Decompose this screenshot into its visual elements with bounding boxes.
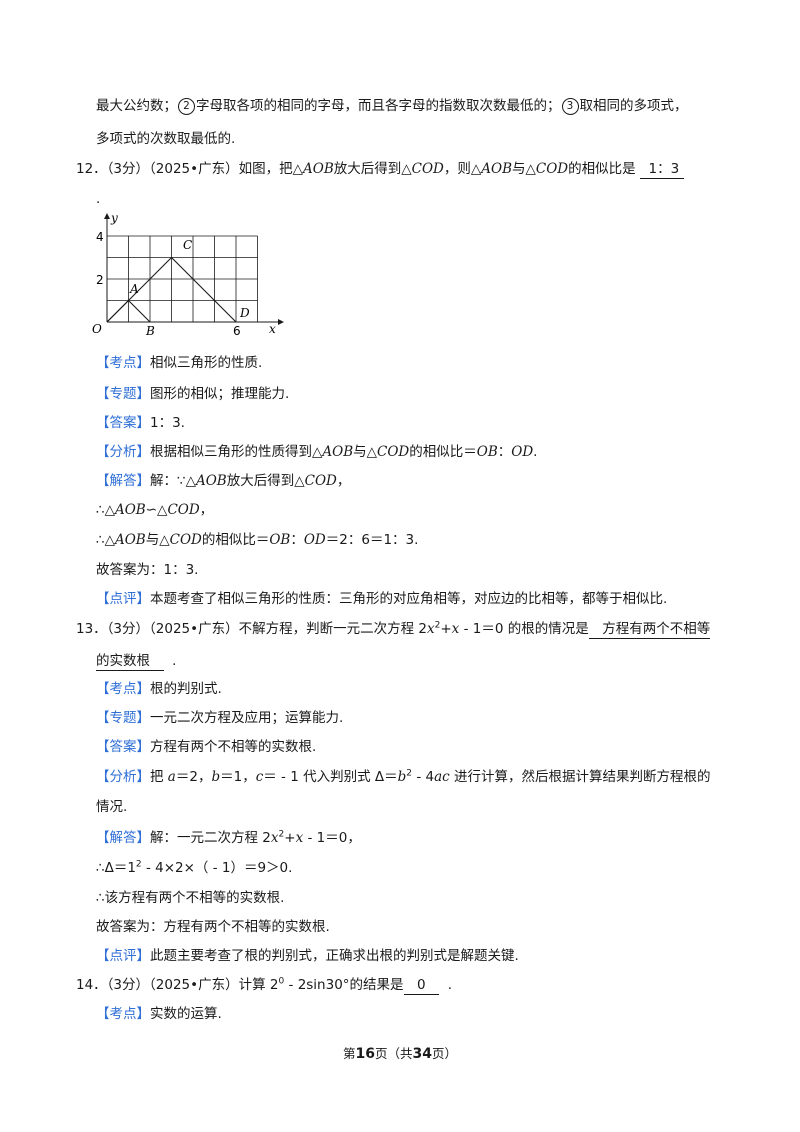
q12-jieda: 【解答】解：∵△AOB放大后得到△COD， bbox=[96, 473, 351, 489]
triangle-cod bbox=[106, 256, 237, 323]
answer-blank-12: 1：3 bbox=[639, 161, 684, 179]
q13-dianping: 【点评】此题主要考查了根的判别式，正确求出根的判别式是解题关键. bbox=[96, 948, 519, 964]
circled-number-2: 2 bbox=[178, 98, 195, 115]
q12-period: . bbox=[96, 191, 101, 207]
q13-final: 故答案为：方程有两个不相等的实数根. bbox=[96, 919, 330, 935]
x-axis-arrow bbox=[278, 319, 284, 325]
q12-dianping: 【点评】本题考查了相似三角形的性质：三角形的对应角相等，对应边的比相等，都等于相… bbox=[96, 591, 668, 607]
q13-fenxi-cont: 情况. bbox=[96, 799, 128, 815]
question-14-stem: 14．（3分）（2025•广东）计算 20 - 2sin30°的结果是 0 . bbox=[76, 976, 453, 995]
intro-line-2: 多项式的次数取最低的. bbox=[96, 131, 236, 147]
q13-step-3: ∴该方程有两个不相等的实数根. bbox=[96, 890, 285, 906]
page-number: 16 bbox=[355, 1046, 375, 1062]
y-tick-4: 4 bbox=[96, 230, 104, 244]
page-footer: 第16页（共34页） bbox=[342, 1046, 457, 1062]
question-13-stem-cont: 的实数根 . bbox=[96, 653, 177, 671]
y-label: y bbox=[110, 211, 118, 225]
point-label-c: C bbox=[183, 238, 192, 252]
q12-fenxi: 【分析】根据相似三角形的性质得到△AOB与△COD的相似比＝OB：OD. bbox=[96, 444, 538, 460]
point-label-o: O bbox=[92, 322, 102, 336]
q12-step-2: ∴△AOB∽△COD， bbox=[96, 502, 214, 518]
point-label-a: A bbox=[129, 282, 139, 296]
answer-blank-13-part-2: 的实数根 bbox=[96, 653, 164, 671]
q13-jieda: 【解答】解：一元二次方程 2x2+x - 1＝0， bbox=[96, 829, 361, 846]
q12-kaodian: 【考点】相似三角形的性质. bbox=[96, 355, 263, 371]
y-tick-2: 2 bbox=[96, 273, 104, 287]
circled-number-3: 3 bbox=[561, 98, 579, 115]
q12-daan: 【答案】1：3. bbox=[96, 415, 185, 431]
q13-daan: 【答案】方程有两个不相等的实数根. bbox=[96, 739, 317, 755]
q13-zhuanti: 【专题】一元二次方程及应用；运算能力. bbox=[96, 710, 344, 726]
answer-blank-13-part-1: 方程有两个不相等 bbox=[588, 621, 711, 639]
answer-blank-14: 0 bbox=[403, 977, 440, 995]
x-tick-6: 6 bbox=[233, 324, 241, 338]
q12-zhuanti: 【专题】图形的相似；推理能力. bbox=[96, 386, 290, 402]
q12-step-3: ∴△AOB与△COD的相似比＝OB：OD＝2：6＝1：3. bbox=[96, 532, 419, 548]
point-label-b: B bbox=[145, 324, 155, 338]
q13-step-2: ∴Δ＝12 - 4×2×（ - 1）＝9＞0. bbox=[96, 859, 293, 876]
question-12-stem: 12．（3分）（2025•广东）如图，把△AOB放大后得到△COD，则△AOB与… bbox=[76, 159, 684, 179]
grid-lines bbox=[107, 235, 258, 322]
y-axis-arrow bbox=[104, 213, 110, 219]
q12-final: 故答案为：1：3. bbox=[96, 562, 199, 578]
q13-fenxi: 【分析】把 a＝2，b＝1，c＝ - 1 代入判别式 Δ＝b2 - 4ac 进行… bbox=[96, 768, 711, 785]
x-label: x bbox=[269, 322, 276, 336]
q14-kaodian: 【考点】实数的运算. bbox=[96, 1006, 222, 1022]
total-pages: 34 bbox=[412, 1046, 432, 1062]
q12-figure: y x 4 2 6 O A B C D bbox=[92, 211, 284, 338]
point-label-d: D bbox=[239, 306, 250, 320]
q13-kaodian: 【考点】根的判别式. bbox=[96, 681, 222, 697]
question-13-stem: 13．（3分）（2025•广东）不解方程，判断一元二次方程 2x2+x - 1＝… bbox=[76, 620, 711, 639]
